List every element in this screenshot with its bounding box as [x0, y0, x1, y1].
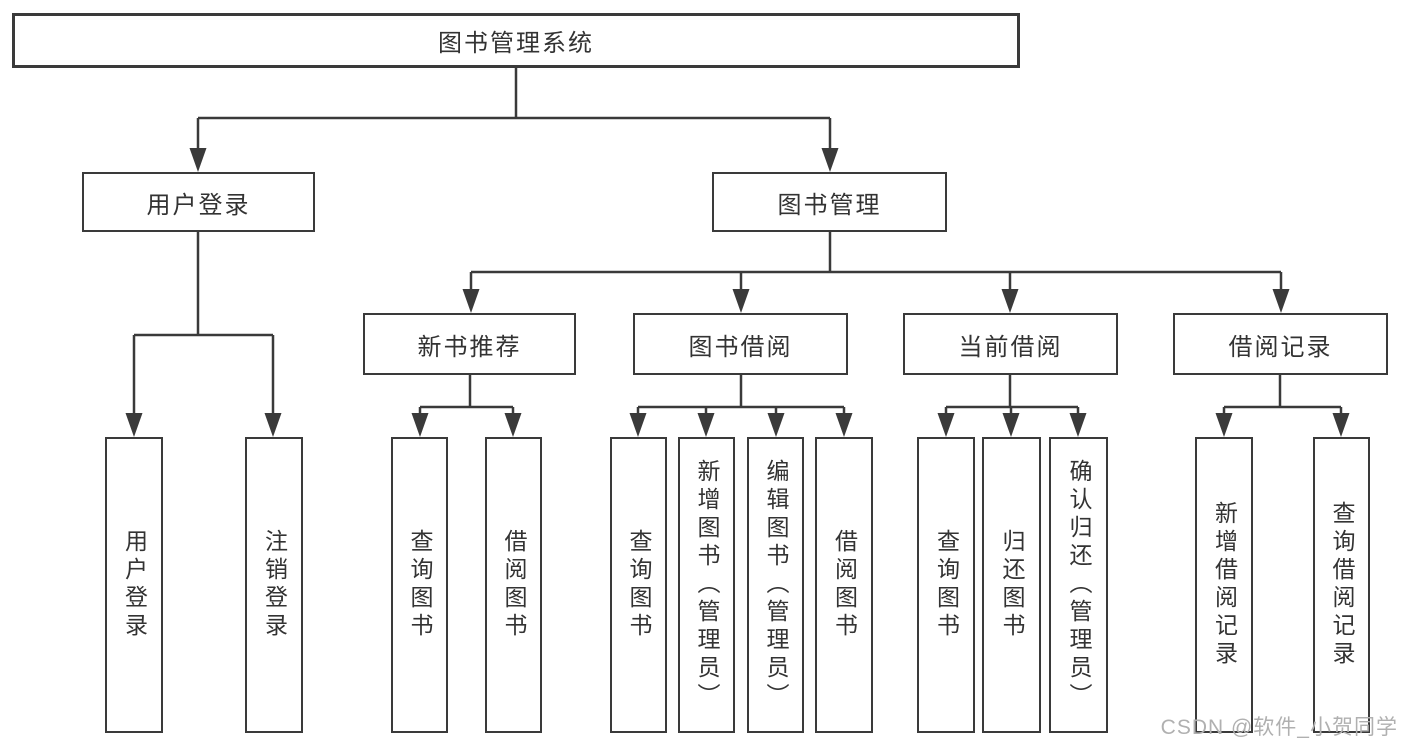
connector-user-login-to-leaves: [132, 232, 275, 415]
node-label: 借阅图书: [501, 529, 527, 641]
arrowhead-down-icon: [264, 413, 282, 437]
node-label: 图书管理: [777, 191, 882, 219]
arrowhead-down-icon: [767, 413, 785, 437]
leaf-borrow-books-rec: 借阅图书: [485, 437, 542, 733]
arrowhead-down-icon: [937, 413, 955, 437]
node-label: 图书管理系统: [438, 30, 594, 57]
arrowhead-down-icon: [629, 413, 647, 437]
node-book-borrowing: 图书借阅: [633, 313, 848, 375]
node-label: 用户登录: [146, 191, 251, 219]
node-book-management: 图书管理: [712, 172, 947, 232]
node-label: 新书推荐: [417, 333, 522, 361]
arrowhead-down-icon: [821, 148, 839, 172]
node-label: 当前借阅: [958, 333, 1063, 361]
node-label: 查询图书: [933, 529, 960, 641]
connector-root-to-level2: [196, 68, 832, 150]
node-label: 用户登录: [121, 529, 148, 641]
watermark: CSDN @软件_小贺同学: [1160, 716, 1398, 739]
leaf-add-borrow-record: 新增借阅记录: [1195, 437, 1253, 733]
node-borrowing-records: 借阅记录: [1173, 313, 1388, 375]
leaf-edit-books-admin: 编辑图书（管理员）: [747, 437, 804, 733]
leaf-query-books-current: 查询图书: [917, 437, 975, 733]
node-label: 确认归还（管理员）: [1066, 459, 1092, 711]
node-label: 编辑图书（管理员）: [763, 459, 789, 711]
node-label: 归还图书: [999, 529, 1025, 641]
leaf-query-borrow-record: 查询借阅记录: [1313, 437, 1370, 733]
connector-book-borrow-to-leaves: [636, 375, 846, 415]
arrowhead-down-icon: [697, 413, 715, 437]
node-label: 新增借阅记录: [1211, 501, 1238, 669]
arrowhead-down-icon: [732, 289, 750, 313]
arrowhead-down-icon: [1215, 413, 1233, 437]
arrowhead-down-icon: [411, 413, 429, 437]
node-label: 新增图书（管理员）: [694, 459, 720, 711]
node-current-borrowing: 当前借阅: [903, 313, 1118, 375]
node-new-book-recommendation: 新书推荐: [363, 313, 576, 375]
node-label: 查询借阅记录: [1329, 501, 1355, 669]
leaf-user-login: 用户登录: [105, 437, 163, 733]
leaf-query-books-rec: 查询图书: [391, 437, 448, 733]
arrowhead-down-icon: [462, 289, 480, 313]
arrowhead-down-icon: [1332, 413, 1350, 437]
node-label: 图书借阅: [688, 333, 793, 361]
node-user-login: 用户登录: [82, 172, 315, 232]
arrowhead-down-icon: [125, 413, 143, 437]
arrowhead-down-icon: [1002, 413, 1020, 437]
arrowhead-down-icon: [1001, 289, 1019, 313]
leaf-query-books-borrow: 查询图书: [610, 437, 667, 733]
node-label: 注销登录: [261, 529, 288, 641]
leaf-borrow-books: 借阅图书: [815, 437, 873, 733]
leaf-logout: 注销登录: [245, 437, 303, 733]
connector-current-borrow-to-leaves: [944, 375, 1080, 415]
arrowhead-down-icon: [1069, 413, 1087, 437]
arrowhead-down-icon: [504, 413, 522, 437]
arrowhead-down-icon: [189, 148, 207, 172]
node-label: 借阅图书: [831, 529, 858, 641]
leaf-confirm-return-admin: 确认归还（管理员）: [1049, 437, 1108, 733]
connector-new-book-rec-to-leaves: [418, 375, 515, 415]
arrowhead-down-icon: [1272, 289, 1290, 313]
node-label: 查询图书: [626, 529, 652, 641]
node-label: 查询图书: [407, 529, 433, 641]
connector-book-management-to-level3: [469, 232, 1283, 291]
leaf-add-books-admin: 新增图书（管理员）: [678, 437, 735, 733]
node-label: 借阅记录: [1228, 333, 1333, 361]
arrowhead-down-icon: [835, 413, 853, 437]
leaf-return-books: 归还图书: [982, 437, 1041, 733]
connector-borrow-records-to-leaves: [1222, 375, 1343, 415]
node-library-management-system: 图书管理系统: [12, 13, 1020, 68]
